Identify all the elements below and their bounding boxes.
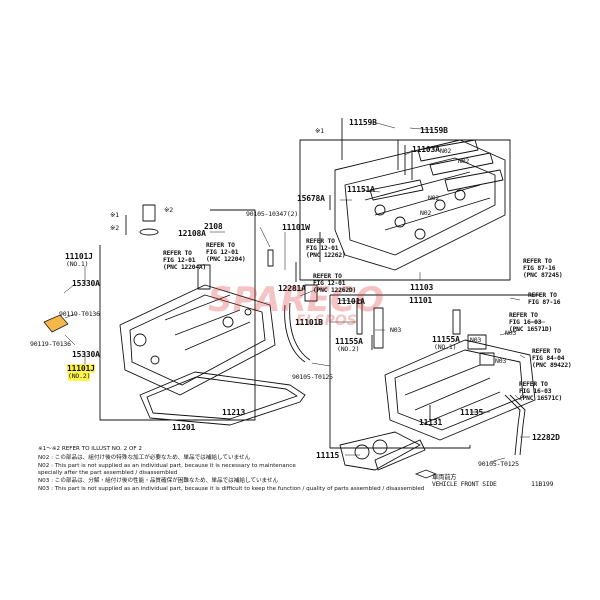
marker-star-3: ※1 [110, 211, 119, 219]
refer-fig-87-16: REFER TO FIG 87-16 [528, 292, 561, 307]
cylinder-head-gasket [339, 431, 421, 471]
marker-n02-a: N02 [440, 147, 452, 155]
label-11131: 11131 [419, 418, 443, 427]
frame-upper-right [299, 139, 511, 281]
label-11101w: 11101W [282, 223, 310, 232]
label-12282d: 12282D [532, 433, 560, 442]
marker-n03-d: N03 [495, 357, 507, 365]
refer-fig-12-01-12204: REFER TO FIG 12-01 (PNC 12204) [206, 242, 246, 264]
label-90119-t0136-top: 90119-T0136 [59, 310, 100, 318]
note-4: N03 : この部品は、分解・組付け後の性能・品質確保が困難なため、単品では補給… [38, 478, 279, 484]
highlighted-part-11101j [43, 314, 69, 333]
label-11103a: 11103A [412, 145, 440, 154]
watermark-primary: SPARECO [208, 280, 384, 320]
label-11101b: 11101B [295, 318, 323, 327]
note-0: ※1～※2 REFER TO ILLUST NO. 2 OF 2 [38, 446, 142, 452]
vehicle-front-arrow [414, 469, 438, 479]
refer-fig-87-16-87245: REFER TO FIG 87-16 (PNC 87245) [523, 258, 563, 280]
diagram-code: 11B199 [531, 480, 554, 488]
label-11151a: 11151A [347, 185, 375, 194]
label-11101j-no1-sub: (NO.1) [66, 260, 89, 268]
marker-n02-c: N02 [428, 194, 440, 202]
refer-fig-16-03-16571c: REFER TO FIG 16-03 (PNC 16571C) [519, 381, 563, 403]
marker-n03-b: N03 [470, 336, 482, 344]
label-11159b-2: 11159B [420, 126, 448, 135]
camshaft-housing [334, 139, 506, 271]
label-90119-t0136-bot: 90119-T0136 [30, 340, 71, 348]
label-11159b: 11159B [349, 118, 377, 127]
label-90105-t0125-left: 90105-T0125 [292, 373, 333, 381]
label-15678a: 15678A [297, 194, 325, 203]
label-12108a: 12108A [178, 229, 206, 238]
label-11101j-no2: 11101J [67, 364, 95, 373]
label-2108: 2108 [204, 222, 223, 231]
label-11155a-no1-sub: (NO.1) [434, 343, 457, 351]
marker-star-2: ※2 [164, 206, 173, 214]
note-2: N02 : This part is not supplied as an in… [38, 463, 296, 469]
note-1: N02 : この部品は、組付け後の特殊な加工が必要なため、単品では補給していませ… [38, 455, 251, 461]
label-11135: 11135 [460, 408, 484, 417]
refer-fig-12-01-12262d: REFER TO FIG 12-01 (PNC 12262D) [313, 273, 357, 295]
vehicle-front-side-label: 車両前方 VEHICLE FRONT SIDE [432, 474, 497, 489]
marker-n03-c: N03 [505, 329, 517, 337]
marker-star-1: ※1 [315, 127, 324, 135]
label-11155a-no2: 11155A [335, 337, 363, 346]
label-90105-10347: 90105-10347(2) [246, 210, 298, 218]
cylinder-head [384, 339, 536, 441]
note-5: N03 : This part is not supplied as an in… [38, 486, 425, 492]
label-11155a-no2-sub: (NO.2) [337, 345, 360, 353]
label-12281a: 12281A [278, 284, 306, 293]
label-15330a-bot: 15330A [72, 350, 100, 359]
label-11213: 11213 [222, 408, 246, 417]
refer-fig-16-03-16571d: REFER TO FIG 16-03 (PNC 16571D) [509, 312, 553, 334]
marker-n03-a: N03 [390, 326, 402, 334]
label-11201: 11201 [172, 423, 196, 432]
marker-n02-d: N02 [420, 209, 432, 217]
note-3: specially after the part assembled / dis… [38, 470, 178, 476]
marker-star-4: ※2 [110, 224, 119, 232]
label-11101j-no1: 11101J [65, 252, 93, 261]
label-11101: 11101 [409, 296, 433, 305]
refer-fig-12-01-12262: REFER TO FIG 12-01 (PNC 12262) [306, 238, 346, 260]
label-15330a-top: 15330A [72, 279, 100, 288]
marker-n02-b: N02 [458, 157, 470, 165]
cylinder-head-cover [119, 284, 276, 396]
label-11101j-no2-sub: (NO.2) [68, 372, 91, 381]
refer-fig-84-04-89422: REFER TO FIG 84-04 (PNC 89422) [532, 348, 572, 370]
label-11155a-no1: 11155A [432, 335, 460, 344]
water-bypass-pipe [284, 304, 306, 363]
label-11101a: 11101A [337, 297, 365, 306]
label-90105-t0125-right: 90105-T0125 [478, 460, 519, 468]
frame-left [99, 209, 256, 421]
head-cover-gasket [139, 371, 306, 426]
watermark-secondary: ELSPOS [296, 313, 357, 329]
frame-lower-right [329, 295, 471, 449]
label-11103: 11103 [410, 283, 434, 292]
label-11115: 11115 [316, 451, 340, 460]
refer-fig-12-01-12204a: REFER TO FIG 12-01 (PNC 12204A) [163, 250, 207, 272]
